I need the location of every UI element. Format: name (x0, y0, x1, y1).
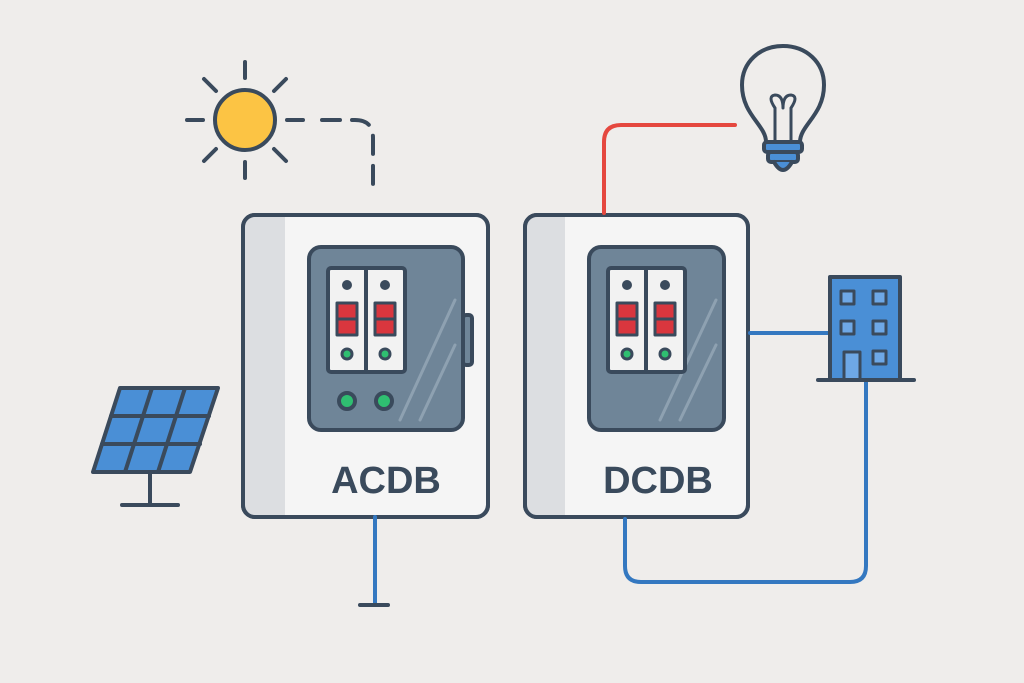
acdb-label: ACDB (331, 460, 441, 502)
light-bulb-icon (740, 44, 826, 172)
solar-panel-icon (91, 386, 220, 507)
sun-dashed-connection (320, 118, 375, 194)
acdb-box (241, 213, 490, 519)
building-icon (816, 275, 916, 382)
red-wire (602, 123, 737, 215)
blue-wire-loop (623, 380, 868, 584)
dcdb-box (523, 213, 750, 519)
dcdb-label: DCDB (603, 460, 713, 502)
sun-icon (185, 60, 305, 180)
